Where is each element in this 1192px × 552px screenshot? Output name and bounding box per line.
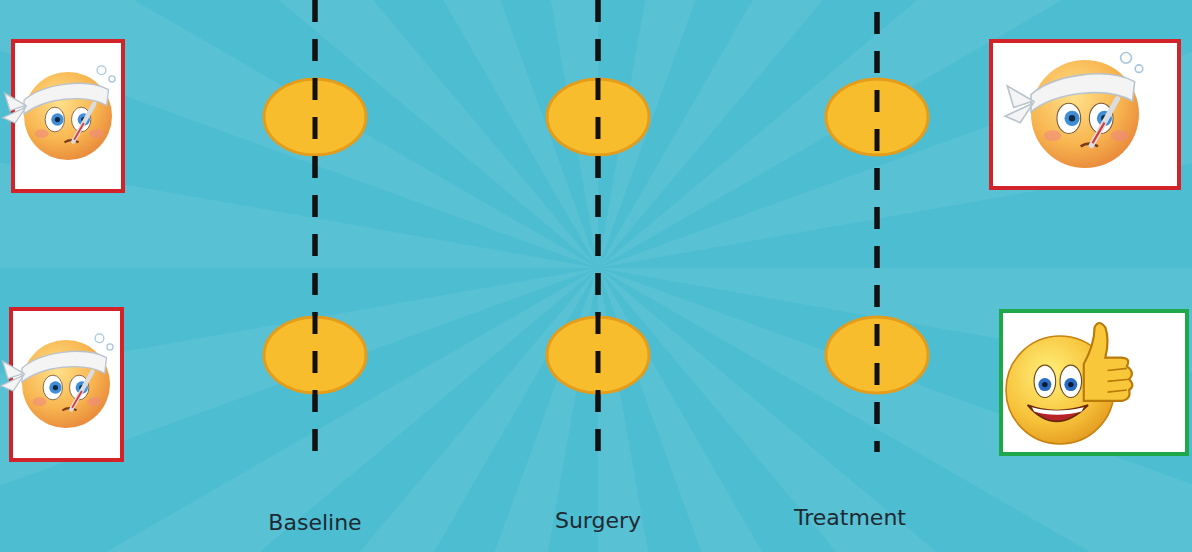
- dashed-line: [875, 12, 880, 452]
- emoji-frame: [1001, 311, 1187, 454]
- emoji-frame: [13, 41, 123, 191]
- emoji-faces: [1, 41, 1187, 460]
- background-ray: [598, 268, 1192, 552]
- background-ray: [0, 268, 598, 552]
- background-ray: [0, 268, 598, 552]
- emoji-frame: [11, 309, 122, 460]
- timepoint-label: Surgery: [555, 508, 641, 533]
- dashed-line: [596, 0, 601, 452]
- dashed-line-overlay: [315, 0, 877, 452]
- dashed-line: [313, 0, 318, 452]
- background-ray: [598, 0, 1192, 268]
- timepoint-label: Baseline: [268, 510, 361, 535]
- timepoint-label: Treatment: [794, 505, 906, 530]
- background-ray: [0, 0, 598, 268]
- background-ray: [598, 0, 1192, 268]
- sick-emoji: [1, 334, 113, 428]
- sick-emoji: [3, 66, 115, 160]
- emoji-frame: [991, 41, 1179, 188]
- dashed-lines: [315, 0, 877, 452]
- sick-emoji: [1005, 52, 1143, 168]
- happy-emoji: [1006, 323, 1132, 444]
